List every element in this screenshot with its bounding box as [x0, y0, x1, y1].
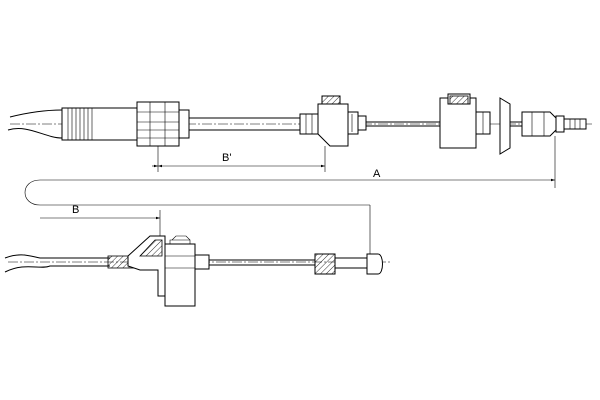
bottom-end-fitting	[314, 253, 383, 275]
dimension-b-prime: B'	[152, 152, 325, 168]
dimension-a-label: A	[373, 168, 381, 180]
top-cable-assembly	[7, 93, 592, 188]
dimension-b-label: B	[72, 204, 79, 216]
top-bracket-housing	[317, 95, 367, 147]
dimension-b: B	[40, 204, 371, 262]
top-ferrule	[299, 113, 319, 135]
top-middle-fitting	[439, 93, 491, 149]
top-outer-tube	[189, 117, 300, 131]
bottom-grommet-housing	[127, 235, 210, 307]
dimension-a: A	[24, 168, 555, 206]
dimension-b-prime-label: B'	[222, 152, 231, 164]
top-adjuster-nut	[136, 101, 190, 147]
top-cable-sheath-left	[7, 109, 63, 139]
bottom-cable-assembly	[4, 235, 390, 307]
top-grooved-sleeve	[61, 107, 138, 141]
bottom-cable-sheath-left	[4, 254, 110, 273]
top-disc-washer	[499, 97, 511, 155]
top-end-clevis	[521, 111, 587, 137]
